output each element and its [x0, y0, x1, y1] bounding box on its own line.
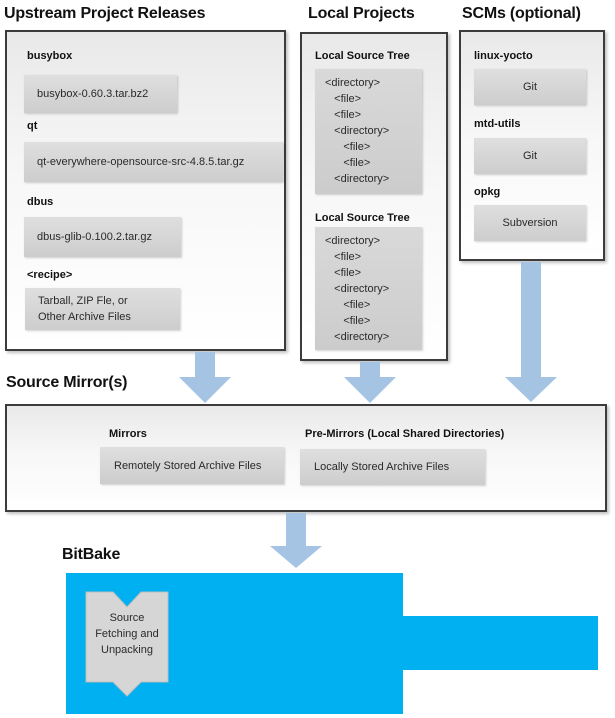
busybox-tarball-box: busybox-0.60.3.tar.bz2	[24, 75, 177, 113]
qt-tarball-box: qt-everywhere-opensource-src-4.8.5.tar.g…	[24, 142, 283, 182]
linux-yocto-label: linux-yocto	[474, 50, 533, 62]
source-tree-box-1: <directory> <file> <file> <directory> <f…	[315, 69, 422, 194]
flow-arrow-upstream-to-mirror	[179, 352, 231, 403]
bitbake-section-title: BitBake	[62, 546, 121, 563]
linux-yocto-scm-box: Git	[474, 69, 586, 105]
dbus-label: dbus	[27, 196, 54, 208]
mirrors-box: Remotely Stored Archive Files	[100, 447, 284, 484]
recipe-label: <recipe>	[27, 269, 73, 281]
flow-arrow-mirror-to-bitbake	[270, 513, 322, 568]
dbus-tarball-box: dbus-glib-0.100.2.tar.gz	[24, 217, 181, 257]
bitbake-output-bar	[403, 616, 598, 670]
scms-section-title: SCMs (optional)	[462, 5, 581, 22]
local-source-tree-label-1: Local Source Tree	[315, 50, 410, 62]
source-mirror-section-title: Source Mirror(s)	[6, 374, 128, 391]
scms-panel: linux-yocto Git mtd-utils Git opkg Subve…	[459, 30, 605, 261]
source-fetching-label: Source Fetching and Unpacking	[95, 612, 159, 656]
mtd-utils-scm-box: Git	[474, 138, 586, 174]
opkg-label: opkg	[474, 186, 501, 198]
source-tree-box-2: <directory> <file> <file> <directory> <f…	[315, 227, 422, 350]
qt-label: qt	[27, 120, 38, 132]
upstream-section-title: Upstream Project Releases	[4, 5, 206, 22]
premirrors-box: Locally Stored Archive Files	[300, 449, 485, 485]
premirrors-label: Pre-Mirrors (Local Shared Directories)	[305, 428, 505, 440]
local-projects-panel: Local Source Tree <directory> <file> <fi…	[300, 32, 448, 361]
opkg-scm-box: Subversion	[474, 205, 586, 241]
upstream-panel: busybox busybox-0.60.3.tar.bz2 qt qt-eve…	[5, 30, 286, 351]
local-projects-section-title: Local Projects	[308, 5, 415, 22]
source-mirror-panel: Mirrors Remotely Stored Archive Files Pr…	[5, 404, 607, 512]
recipe-archive-box: Tarball, ZIP Fle, or Other Archive Files	[25, 288, 180, 330]
busybox-label: busybox	[27, 50, 73, 62]
mirrors-label: Mirrors	[109, 428, 147, 440]
flow-arrow-scms-to-mirror	[505, 262, 557, 402]
local-source-tree-label-2: Local Source Tree	[315, 212, 410, 224]
flow-arrow-local-to-mirror	[344, 362, 396, 403]
mtd-utils-label: mtd-utils	[474, 118, 521, 130]
